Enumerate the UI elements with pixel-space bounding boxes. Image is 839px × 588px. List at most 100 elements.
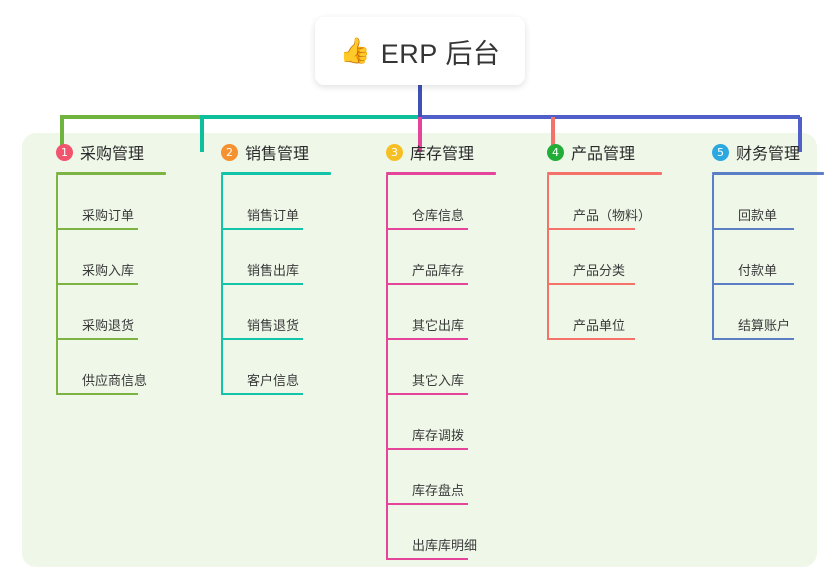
column-number-badge: 1 — [56, 143, 73, 161]
leaf-item-rule — [547, 228, 635, 230]
leaf-item[interactable]: 采购入库 — [56, 230, 188, 285]
bus-segment-2 — [200, 115, 418, 119]
column-title: 库存管理 — [410, 146, 475, 163]
root-stem-connector — [418, 85, 422, 117]
leaf-item[interactable]: 出库库明细 — [386, 505, 518, 560]
leaf-item[interactable]: 付款单 — [712, 230, 814, 285]
leaf-item[interactable]: 采购订单 — [56, 175, 188, 230]
column-header-2[interactable]: 2 销售管理 — [203, 140, 353, 164]
leaf-item-rule — [712, 338, 794, 340]
leaf-item-label: 客户信息 — [247, 373, 300, 388]
leaf-item-rule — [712, 228, 794, 230]
column-header-3[interactable]: 3 库存管理 — [368, 140, 518, 164]
leaf-item-rule — [221, 228, 303, 230]
branch-1: 采购订单采购入库采购退货供应商信息 — [56, 175, 188, 395]
column-number-badge: 2 — [221, 143, 238, 161]
branch-spine — [712, 175, 714, 340]
leaf-item[interactable]: 其它出库 — [386, 285, 518, 340]
leaf-item-rule — [386, 228, 468, 230]
column-3: 3 库存管理仓库信息产品库存其它出库其它入库库存调拨库存盘点出库库明细 — [368, 140, 518, 560]
column-header-rule — [221, 172, 331, 175]
leaf-item-label: 销售退货 — [247, 318, 300, 333]
column-title: 财务管理 — [736, 146, 801, 163]
leaf-item-rule — [56, 393, 138, 395]
leaf-item[interactable]: 产品分类 — [547, 230, 684, 285]
drop-connector-3 — [418, 117, 422, 152]
leaf-item-rule — [386, 558, 468, 560]
bus-segment-1 — [60, 115, 200, 119]
branch-4: 产品（物料） 产品分类产品单位 — [547, 175, 684, 340]
branch-spine — [547, 175, 549, 340]
column-header-5[interactable]: 5 财务管理 — [694, 140, 814, 164]
column-5: 5 财务管理回款单付款单结算账户 — [694, 140, 824, 340]
leaf-item-label: 出库库明细 — [412, 538, 478, 553]
leaf-item[interactable]: 库存调拨 — [386, 395, 518, 450]
leaf-item[interactable]: 销售退货 — [221, 285, 353, 340]
leaf-item[interactable]: 销售订单 — [221, 175, 353, 230]
leaf-item-rule — [547, 338, 635, 340]
root-node-title: ERP 后台 — [380, 38, 501, 69]
root-node[interactable]: 👍 ERP 后台 — [315, 17, 525, 85]
leaf-item[interactable]: 销售出库 — [221, 230, 353, 285]
leaf-item-rule — [221, 283, 303, 285]
leaf-item-label: 产品（物料） — [573, 208, 652, 223]
branch-spine — [56, 175, 58, 395]
leaf-item-rule — [56, 228, 138, 230]
leaf-item-label: 销售订单 — [247, 208, 300, 223]
thumbs-up-icon: 👍 — [339, 36, 371, 65]
column-1: 1 采购管理采购订单采购入库采购退货供应商信息 — [38, 140, 188, 395]
column-2: 2 销售管理销售订单销售出库销售退货客户信息 — [203, 140, 353, 395]
leaf-item[interactable]: 采购退货 — [56, 285, 188, 340]
leaf-item-label: 其它入库 — [412, 373, 465, 388]
drop-connector-1 — [60, 117, 64, 152]
column-header-1[interactable]: 1 采购管理 — [38, 140, 188, 164]
leaf-item-rule — [56, 283, 138, 285]
leaf-item-label: 其它出库 — [412, 318, 465, 333]
leaf-item-label: 仓库信息 — [412, 208, 465, 223]
leaf-item-label: 产品分类 — [573, 263, 626, 278]
leaf-item-rule — [712, 283, 794, 285]
bus-segment-3 — [418, 115, 800, 119]
leaf-item-rule — [386, 503, 468, 505]
column-header-rule — [547, 172, 662, 175]
branch-5: 回款单付款单结算账户 — [712, 175, 814, 340]
leaf-item[interactable]: 供应商信息 — [56, 340, 188, 395]
content-panel — [22, 133, 817, 567]
column-header-rule — [386, 172, 496, 175]
leaf-item[interactable]: 结算账户 — [712, 285, 814, 340]
column-number-badge: 4 — [547, 143, 564, 161]
leaf-item-label: 产品单位 — [573, 318, 626, 333]
leaf-item-rule — [547, 283, 635, 285]
drop-connector-2 — [200, 117, 204, 152]
leaf-item[interactable]: 客户信息 — [221, 340, 353, 395]
column-header-4[interactable]: 4 产品管理 — [529, 140, 684, 164]
leaf-item-label: 付款单 — [738, 263, 778, 278]
leaf-item[interactable]: 产品（物料） — [547, 175, 684, 230]
leaf-item[interactable]: 仓库信息 — [386, 175, 518, 230]
leaf-item-rule — [386, 393, 468, 395]
drop-connector-5 — [798, 117, 802, 152]
leaf-item-label: 库存盘点 — [412, 483, 465, 498]
leaf-item-label: 结算账户 — [738, 318, 791, 333]
branch-spine — [221, 175, 223, 395]
column-header-rule — [712, 172, 824, 175]
branch-3: 仓库信息产品库存其它出库其它入库库存调拨库存盘点出库库明细 — [386, 175, 518, 560]
drop-connector-4 — [551, 117, 555, 152]
leaf-item[interactable]: 回款单 — [712, 175, 814, 230]
column-number-badge: 3 — [386, 143, 403, 161]
column-4: 4 产品管理产品（物料） 产品分类产品单位 — [529, 140, 684, 340]
leaf-item-rule — [386, 448, 468, 450]
column-title: 采购管理 — [80, 146, 145, 163]
leaf-item[interactable]: 产品单位 — [547, 285, 684, 340]
leaf-item-label: 销售出库 — [247, 263, 300, 278]
leaf-item[interactable]: 其它入库 — [386, 340, 518, 395]
leaf-item-label: 采购退货 — [82, 318, 135, 333]
leaf-item-label: 产品库存 — [412, 263, 465, 278]
leaf-item[interactable]: 产品库存 — [386, 230, 518, 285]
leaf-item-label: 采购入库 — [82, 263, 135, 278]
column-title: 产品管理 — [571, 146, 636, 163]
column-number-badge: 5 — [712, 143, 729, 161]
leaf-item[interactable]: 库存盘点 — [386, 450, 518, 505]
column-title: 销售管理 — [245, 146, 310, 163]
